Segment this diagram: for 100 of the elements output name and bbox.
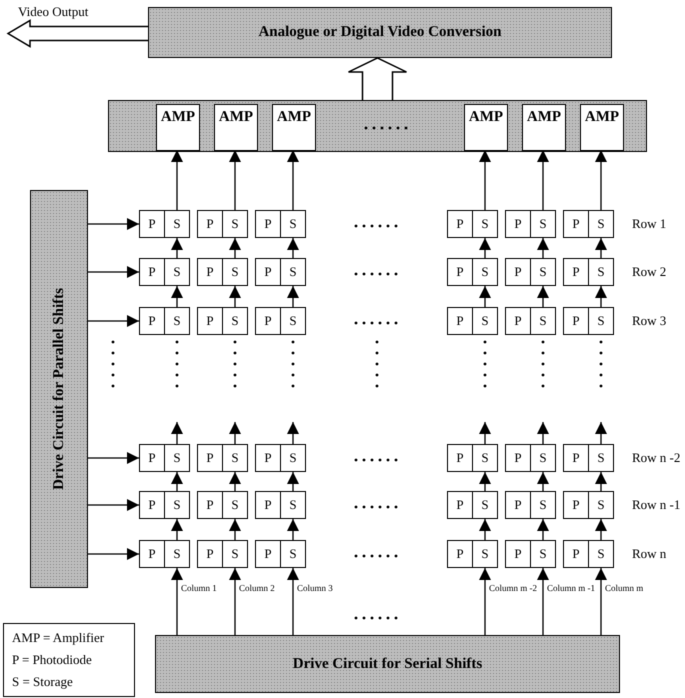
cell-letter: P bbox=[455, 496, 465, 514]
cell-letter: S bbox=[530, 211, 555, 237]
arrow bbox=[537, 472, 549, 491]
pixel-cell bbox=[505, 444, 556, 472]
cell-letter: S bbox=[164, 445, 189, 471]
conversion-box: Analogue or Digital Video Conversion bbox=[148, 7, 612, 58]
pixel-cell bbox=[197, 210, 248, 238]
arrow bbox=[88, 499, 139, 511]
row-label: Row 3 bbox=[632, 313, 666, 329]
cell-letter: P bbox=[455, 263, 465, 281]
legend-text: AMP = Amplifier bbox=[12, 630, 106, 646]
arrow bbox=[479, 472, 491, 491]
cell-letter: S bbox=[222, 541, 247, 567]
arrow bbox=[171, 568, 183, 635]
arrow bbox=[287, 238, 299, 258]
row-label: Row n -2 bbox=[632, 450, 680, 466]
cell-letter: P bbox=[205, 449, 215, 467]
arrow bbox=[479, 519, 491, 540]
amplifier-box: AMP bbox=[580, 104, 624, 151]
amplifier-box: AMP bbox=[214, 104, 258, 151]
amplifier-box: AMP bbox=[272, 104, 316, 151]
pixel-cell bbox=[255, 540, 306, 568]
pixel-cell bbox=[139, 540, 190, 568]
cell-letter: S bbox=[222, 259, 247, 285]
arrow bbox=[229, 286, 241, 307]
pixel-cell bbox=[447, 444, 498, 472]
arrow bbox=[595, 519, 607, 540]
arrow bbox=[537, 150, 549, 210]
amplifier-box: AMP bbox=[522, 104, 566, 151]
drive-circuit-box: Drive Circuit for Serial Shifts bbox=[155, 635, 620, 693]
arrow bbox=[537, 422, 549, 444]
cell-letter: P bbox=[147, 263, 157, 281]
row-label: Row n bbox=[632, 546, 666, 562]
cell-letter: S bbox=[164, 259, 189, 285]
cell-letter: P bbox=[455, 215, 465, 233]
cell-letter: S bbox=[164, 308, 189, 334]
arrow bbox=[229, 150, 241, 210]
cell-letter: S bbox=[588, 541, 613, 567]
column-label: Column m -1 bbox=[547, 583, 596, 593]
cell-letter: P bbox=[571, 215, 581, 233]
cell-letter: P bbox=[513, 545, 523, 563]
cell-letter: P bbox=[513, 215, 523, 233]
pixel-cell bbox=[197, 540, 248, 568]
legend-text: S = Storage bbox=[12, 674, 74, 690]
pixel-cell bbox=[505, 210, 556, 238]
drive-circuit-box: Drive Circuit for Parallel Shifts bbox=[30, 190, 88, 588]
cell-letter: P bbox=[571, 449, 581, 467]
cell-letter: S bbox=[164, 211, 189, 237]
pixel-cell bbox=[563, 210, 614, 238]
cell-letter: S bbox=[222, 492, 247, 518]
pixel-cell bbox=[447, 491, 498, 519]
cell-letter: P bbox=[263, 215, 273, 233]
arrow bbox=[287, 422, 299, 444]
cell-letter: S bbox=[222, 445, 247, 471]
cell-letter: S bbox=[280, 211, 305, 237]
cell-letter: P bbox=[513, 496, 523, 514]
pixel-cell bbox=[447, 540, 498, 568]
arrow bbox=[479, 238, 491, 258]
arrow bbox=[229, 519, 241, 540]
cell-letter: S bbox=[280, 445, 305, 471]
cell-letter: P bbox=[205, 263, 215, 281]
arrow bbox=[479, 286, 491, 307]
arrow bbox=[595, 150, 607, 210]
arrow bbox=[88, 452, 139, 464]
block-arrow bbox=[348, 57, 408, 101]
pixel-cell bbox=[197, 444, 248, 472]
arrow bbox=[171, 422, 183, 444]
arrow bbox=[171, 472, 183, 491]
cell-letter: S bbox=[588, 492, 613, 518]
pixel-cell bbox=[255, 210, 306, 238]
arrow bbox=[537, 519, 549, 540]
arrow bbox=[537, 238, 549, 258]
cell-letter: P bbox=[147, 215, 157, 233]
arrow bbox=[171, 150, 183, 210]
pixel-cell bbox=[563, 491, 614, 519]
arrow bbox=[595, 568, 607, 635]
amplifier-box: AMP bbox=[156, 104, 200, 151]
arrow bbox=[229, 422, 241, 444]
pixel-cell bbox=[505, 307, 556, 335]
cell-letter: P bbox=[571, 496, 581, 514]
column-label: Column m -2 bbox=[489, 583, 538, 593]
cell-letter: P bbox=[205, 496, 215, 514]
arrow bbox=[537, 568, 549, 635]
column-label: Column 1 bbox=[181, 583, 217, 593]
cell-letter: S bbox=[472, 492, 497, 518]
pixel-cell bbox=[255, 258, 306, 286]
cell-letter: S bbox=[588, 211, 613, 237]
cell-letter: P bbox=[513, 312, 523, 330]
cell-letter: P bbox=[147, 496, 157, 514]
pixel-cell bbox=[563, 540, 614, 568]
arrow bbox=[479, 422, 491, 444]
pixel-cell bbox=[447, 258, 498, 286]
cell-letter: S bbox=[472, 541, 497, 567]
pixel-cell bbox=[139, 210, 190, 238]
cell-letter: S bbox=[530, 445, 555, 471]
row-label: Row 2 bbox=[632, 264, 666, 280]
arrow bbox=[229, 472, 241, 491]
arrow bbox=[88, 266, 139, 278]
pixel-cell bbox=[505, 258, 556, 286]
cell-letter: P bbox=[513, 449, 523, 467]
